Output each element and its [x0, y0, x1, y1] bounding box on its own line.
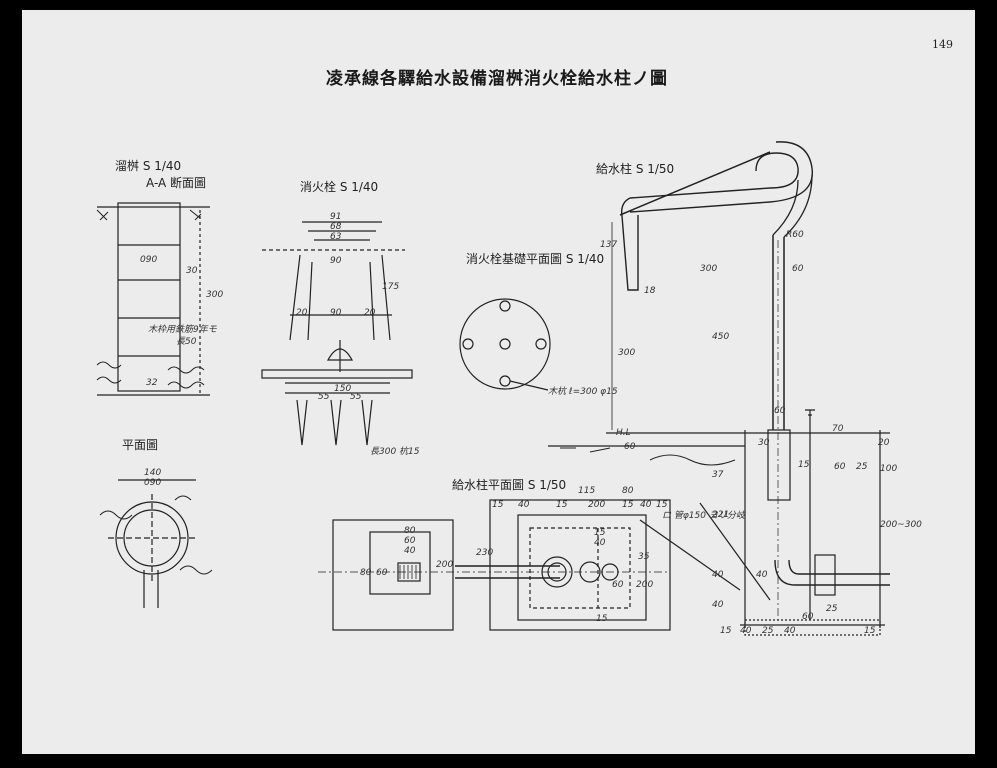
wcp-dim: 15: [656, 500, 668, 510]
wcp-dim: 80: [360, 568, 372, 578]
hydrant-base-label: 消火栓基礎平面圖 S 1/40: [466, 252, 605, 266]
wcp-dim: 60: [376, 568, 388, 578]
wc-dim: 15: [864, 626, 876, 636]
wc-dim: 60: [792, 264, 804, 274]
hydrant-dim: 55: [350, 392, 362, 402]
hydrant-pile-note: 長300 杭15: [370, 447, 420, 457]
plan-dim: 140: [144, 468, 162, 478]
tank-dim: 32: [146, 378, 158, 388]
wcp-dim: 15: [594, 528, 606, 538]
hydrant-dim: 150: [334, 384, 352, 394]
wc-dim: 25: [762, 626, 774, 636]
hydrant-dim: 90: [330, 308, 342, 318]
hydrant-base-drawing: [459, 298, 551, 391]
wcp-dim: 60: [404, 536, 416, 546]
wc-dim: 300: [700, 264, 718, 274]
wcp-dim: 40: [640, 500, 652, 510]
wc-dim: 450: [712, 332, 730, 342]
wc-sixty: 60: [624, 442, 636, 452]
wc-dim: 137: [600, 240, 618, 250]
wcp-pipe-note: ロ 管φ150 ヨリ分岐: [662, 511, 745, 521]
wcp-dim: 200: [636, 580, 654, 590]
tank-section-sub: A-A 断面圖: [146, 176, 207, 190]
wc-dim: 60: [802, 612, 814, 622]
wcp-dim: 200: [588, 500, 606, 510]
wc-dim: 40: [712, 600, 724, 610]
wcp-dim: 40: [404, 546, 416, 556]
water-column-plan-label: 給水柱平面圖 S 1/50: [452, 478, 567, 492]
wcp-dim: 115: [578, 486, 596, 496]
hydrant-label: 消火栓 S 1/40: [300, 180, 379, 194]
wc-dim: 60: [774, 406, 786, 416]
tank-section-label: 溜桝 S 1/40: [115, 159, 182, 173]
tank-section-drawing: [96, 202, 210, 396]
hydrant-dim: 68: [330, 222, 342, 232]
tank-dim: 300: [206, 290, 224, 300]
wc-dim: 25: [856, 462, 868, 472]
wc-dim: 30: [758, 438, 770, 448]
hydrant-dim: 90: [330, 256, 342, 266]
water-column-plan-drawing: [318, 499, 741, 631]
hydrant-dim: 175: [382, 282, 400, 292]
wcp-dim: 15: [492, 500, 504, 510]
wcp-dim: 230: [476, 548, 494, 558]
wc-dim: 15: [798, 460, 810, 470]
wc-dim: 15: [720, 626, 732, 636]
wcp-dim: 40: [594, 538, 606, 548]
water-column-label: 給水柱 S 1/50: [596, 162, 675, 176]
tank-note: 長50: [176, 337, 197, 347]
wc-dim: 37: [712, 470, 724, 480]
page-number: 149: [932, 38, 953, 51]
hydrant-base-note: 木杭 ℓ=300 φ15: [548, 387, 618, 397]
wcp-dim: 200: [436, 560, 454, 570]
tank-dim: 30: [186, 266, 198, 276]
wcp-dim: 15: [596, 614, 608, 624]
wcp-dim: 35: [638, 552, 650, 562]
wc-dim: 40: [740, 626, 752, 636]
wcp-dim: 15: [556, 500, 568, 510]
tank-plan-drawing: [99, 479, 213, 608]
wc-dim: 25: [826, 604, 838, 614]
hydrant-dim: 55: [318, 392, 330, 402]
wc-dim: 100: [880, 464, 898, 474]
wcp-dim: 80: [622, 486, 634, 496]
wc-dim: 40: [784, 626, 796, 636]
wc-dim: 40: [712, 570, 724, 580]
wc-dim: 20: [878, 438, 890, 448]
wc-dim: 70: [832, 424, 844, 434]
tank-dim: 090: [140, 255, 158, 265]
plan-label: 平面圖: [122, 438, 159, 452]
hydrant-dim: 63: [330, 232, 342, 242]
wcp-dim: 60: [612, 580, 624, 590]
hydrant-drawing: [261, 221, 413, 446]
wcp-dim: 40: [518, 500, 530, 510]
wc-dim: 40: [756, 570, 768, 580]
hydrant-dim: 91: [330, 212, 342, 222]
wc-hl: H.L: [616, 428, 631, 438]
tank-note: 木枠用鉄筋9年モ: [148, 325, 217, 335]
wc-dim: 18: [644, 286, 656, 296]
hydrant-dim: 20: [364, 308, 376, 318]
hydrant-dim: 20: [296, 308, 308, 318]
wc-dim: 221: [712, 510, 730, 520]
wcp-dim: 80: [404, 526, 416, 536]
water-column-drawing: [548, 141, 890, 636]
wc-radius: R60: [786, 230, 804, 240]
wcp-dim: 15: [622, 500, 634, 510]
drawing-title: 凌承線各驛給水設備溜桝消火栓給水柱ノ圖: [326, 69, 668, 89]
wc-dim: 60: [834, 462, 846, 472]
wc-dim: 300: [618, 348, 636, 358]
wc-dim: 200~300: [880, 520, 922, 530]
plan-dim: 090: [144, 478, 162, 488]
